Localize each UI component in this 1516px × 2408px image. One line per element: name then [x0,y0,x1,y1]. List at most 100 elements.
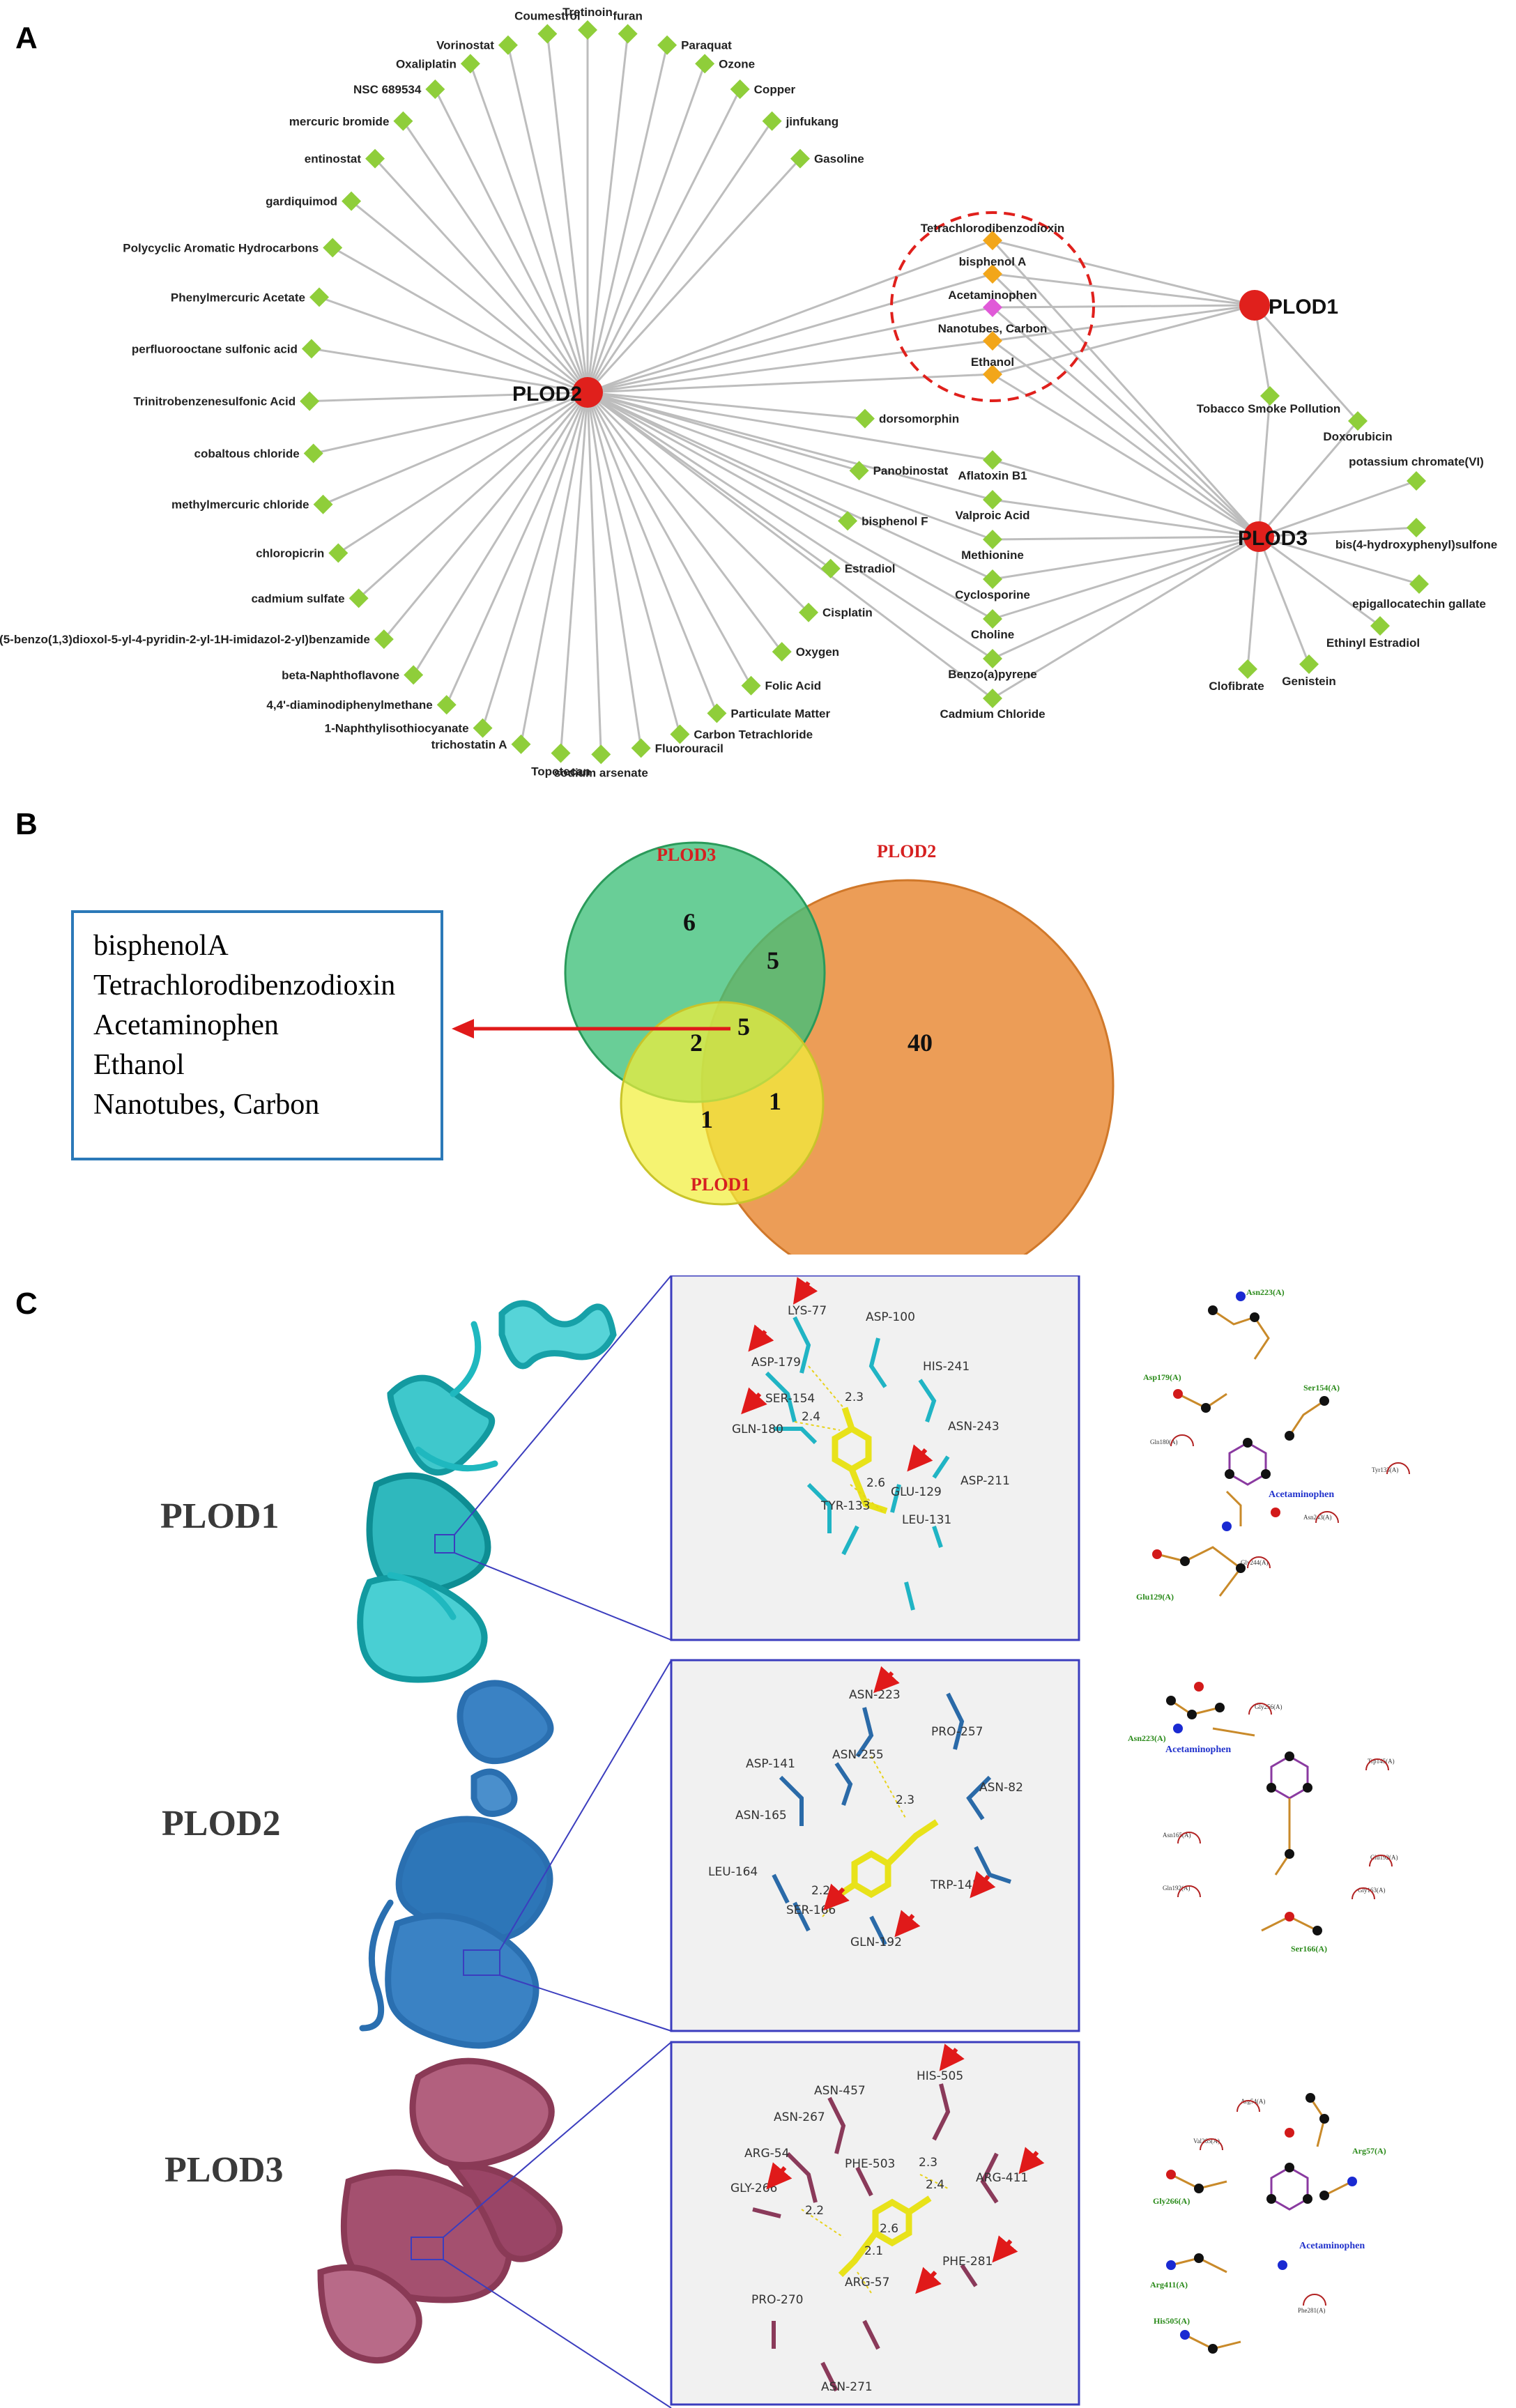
network-edge [1246,536,1260,670]
compound-node: Carbon Tetrachloride [670,724,813,744]
compound-diamond [473,718,493,738]
network-edge [992,373,1259,538]
network-edge [587,391,993,461]
compound-label: Clofibrate [1209,680,1264,693]
binding-site-box-plod2 [463,1949,500,1976]
distance-label: 2.4 [802,1410,820,1424]
residue-label: GLY-266 [730,2181,777,2195]
network-edge [992,304,1255,376]
compound-label: Estradiol [845,562,896,576]
residue-label: ARG-57 [845,2276,889,2290]
compound-label: Valproic Acid [955,509,1029,522]
network-edge [520,392,589,745]
hbonds-plod1 [794,1365,885,1513]
compound-diamond [591,744,611,765]
network-edge [586,392,752,687]
compound-diamond [849,461,869,481]
shared-compound-2: Tetrachlorodibenzodioxin [93,969,395,1002]
compound-label: Ethinyl Estradiol [1326,636,1420,650]
compound-node: 4-(5-benzo(1,3)dioxol-5-yl-4-pyridin-2-y… [0,629,394,650]
compound-label: Nanotubes, Carbon [938,322,1048,335]
network-edge [374,158,589,394]
compound-node: Genistein [1282,654,1336,688]
shared-compound-box [71,910,443,1160]
network-edge [586,120,773,393]
compound-node: mercuric bromide [289,111,413,131]
compound-label: Particulate Matter [730,707,830,720]
compound-label: bisphenol F [862,514,928,528]
compound-label: 4,4'-diaminodiphenylmethane [266,698,432,712]
network-edge [992,273,1255,307]
residue-label: ARG-54 [744,2147,789,2161]
compound-node: Oxygen [772,642,839,662]
compound-node: Choline [971,609,1014,641]
distance-label: 2.6 [866,1476,885,1490]
compound-node: Cisplatin [799,602,873,622]
compound-diamond [404,665,424,685]
compound-diamond [1260,386,1280,406]
ligplot-plod2: Asn223(A) Ser166(A) Gly256(A) Trp145(A) … [1128,1682,1398,1954]
compound-diamond [855,408,875,429]
residue-label: ASN-255 [832,1748,884,1762]
compound-node: beta-Naphthoflavone [282,665,424,685]
network-edge [351,200,588,394]
network-edge [1257,395,1271,537]
compound-node: Folic Acid [741,675,822,696]
compound-label: Choline [971,628,1014,641]
compound-diamond [983,689,1002,708]
zoom-frame-plod2 [670,1659,1080,2032]
compound-diamond [790,148,810,169]
network-edge [992,339,1259,538]
network-edge [383,392,589,641]
compound-label: Topotecan [531,765,590,779]
compound-node: Gasoline [790,148,864,169]
compound-diamond [983,331,1002,351]
compound-node: Coumestrol [514,9,581,44]
protein-structure-plod1 [357,1300,617,1683]
residue-label: GLN-192 [850,1935,902,1949]
venn-arrow-head [452,1019,474,1038]
venn-count-plod1-plod2: 1 [769,1087,781,1115]
network-edge [587,391,993,501]
residue-label: ASN-165 [735,1809,787,1823]
compound-label: Copper [754,83,796,96]
compound-diamond [1370,616,1390,636]
network-edges [309,30,1420,755]
compound-diamond [799,602,819,622]
compound-label: Folic Acid [765,680,822,693]
network-edge [586,45,668,393]
compound-node: Estradiol [820,558,896,578]
compound-label: Vorinostat [436,39,494,52]
compound-label: Oxygen [796,645,839,659]
network-edge [1258,535,1381,627]
compound-label: trichostatin A [431,738,507,751]
network-edge [992,535,1259,700]
compound-label: potassium chromate(VI) [1349,455,1484,468]
residue-label: ASN-457 [814,2084,866,2098]
network-edge [434,89,589,393]
network-edge [992,498,1259,538]
compound-node: Tobacco Smoke Pollution [1197,386,1340,415]
venn-count-all-three: 5 [737,1013,750,1041]
network-edge [587,391,993,581]
residue-label: SER-154 [765,1392,815,1406]
distance-label: 2.3 [896,1793,914,1807]
network-edge [587,391,993,620]
compound-node: Ethanol [971,355,1014,384]
compound-label: sodium arsenate [554,766,648,779]
compound-diamond [498,35,518,55]
red-arrows-plod2 [823,1666,996,1938]
compound-diamond [460,54,480,74]
compound-diamond [820,558,841,578]
compound-diamond [1409,574,1429,594]
protein-name-plod2: PLOD2 [162,1804,280,1843]
residue-label: LYS-77 [788,1304,827,1318]
network-edge [586,392,718,714]
network-edge [992,535,1259,620]
ligplot-residue: Arg411(A) [1150,2280,1188,2290]
compound-diamond [983,649,1002,668]
ligplot-residue: Gly244(A) [1241,1559,1269,1566]
shared-compounds-highlight [890,211,1095,402]
network-edge [992,535,1259,660]
network-edge [311,347,588,394]
